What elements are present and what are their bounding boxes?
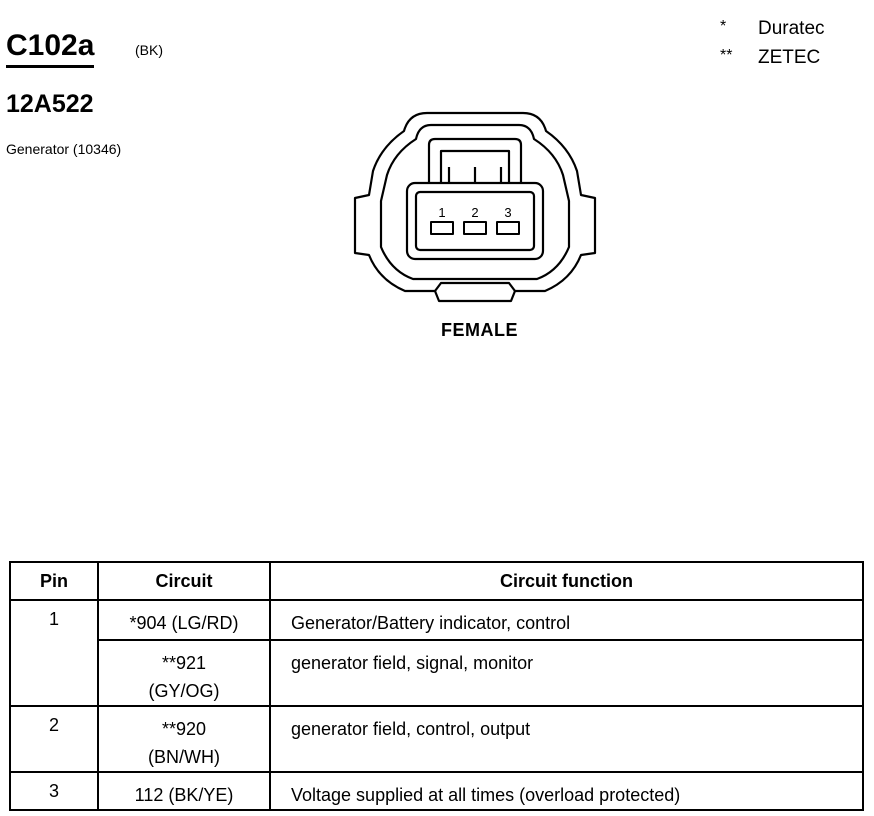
pinout-table: Pin Circuit Circuit function 1 *904 (LG/… [9, 561, 864, 811]
header-pin: Pin [9, 561, 99, 601]
circuit-cell: *904 (LG/RD) [97, 599, 271, 641]
circuit-cell: **921 (GY/OG) [97, 639, 271, 707]
function-cell: generator field, control, output [269, 705, 864, 773]
pin-cell: 3 [9, 771, 99, 811]
pin-socket-3 [496, 221, 520, 235]
header-circuit-function: Circuit function [269, 561, 864, 601]
pin-socket-2 [463, 221, 487, 235]
legend-item-duratec: * Duratec [720, 18, 870, 44]
pin-cell: 2 [9, 705, 99, 773]
legend-label: Duratec [758, 18, 825, 39]
part-number: 12A522 [6, 90, 94, 118]
legend-item-zetec: ** ZETEC [720, 47, 870, 73]
housing-inner [379, 123, 571, 281]
legend-mark: * [720, 18, 727, 35]
circuit-cell: 112 (BK/YE) [97, 771, 271, 811]
function-cell: generator field, signal, monitor [269, 639, 864, 707]
connector-id: C102a [6, 28, 95, 68]
legend-label: ZETEC [758, 47, 821, 68]
component-name: Generator (10346) [6, 141, 122, 157]
connector-gender-label: FEMALE [441, 320, 518, 340]
terminal-cavity-inner [414, 190, 536, 252]
housing-outline [353, 111, 597, 303]
circuit-cell: **920 (BN/WH) [97, 705, 271, 773]
connector-face-diagram: 1 2 3 [353, 111, 597, 303]
pin-cell: 1 [9, 599, 99, 707]
connector-color: (BK) [135, 42, 163, 58]
legend-mark: ** [720, 47, 733, 64]
header-circuit: Circuit [97, 561, 271, 601]
pin-number-3: 3 [504, 205, 511, 220]
pin-socket-1 [430, 221, 454, 235]
table-row: **921 (GY/OG) generator field, signal, m… [10, 639, 864, 707]
function-cell: Voltage supplied at all times (overload … [269, 771, 864, 811]
table-row: 1 *904 (LG/RD) Generator/Battery indicat… [9, 599, 864, 707]
pin-number-1: 1 [438, 205, 445, 220]
function-cell: Generator/Battery indicator, control [269, 599, 864, 641]
table-row: 2 **920 (BN/WH) generator field, control… [9, 705, 864, 773]
table-row: 3 112 (BK/YE) Voltage supplied at all ti… [9, 771, 864, 811]
terminal-cavity-outer [405, 181, 545, 261]
locking-tab [427, 137, 523, 183]
table-header-row: Pin Circuit Circuit function [9, 561, 864, 601]
keyway [434, 281, 516, 292]
pin-number-2: 2 [471, 205, 478, 220]
